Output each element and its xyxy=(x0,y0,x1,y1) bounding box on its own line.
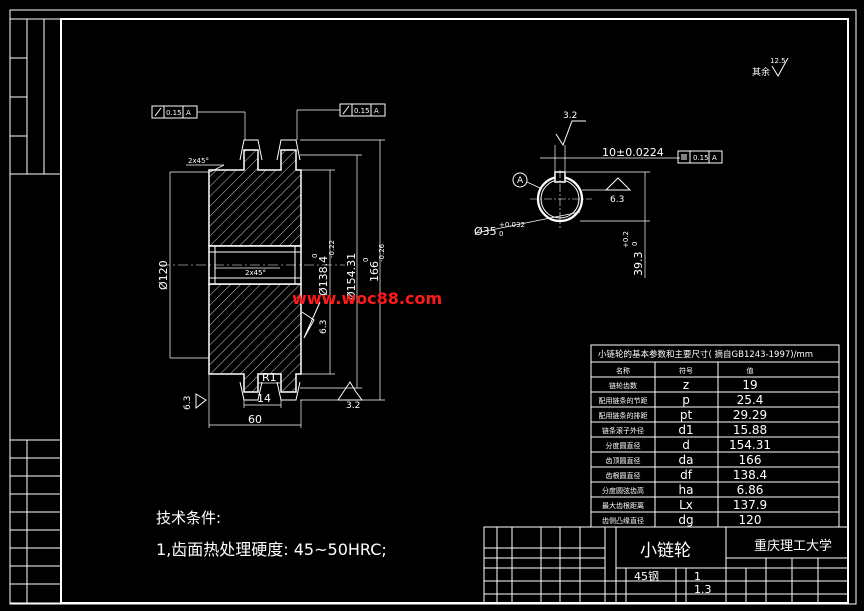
dim-tip-dia: 166 xyxy=(368,261,381,282)
dim-bore-dia: Ø120 xyxy=(157,260,170,290)
tolerance-left-value: 0.15 xyxy=(166,109,182,117)
side-rough-top: 3.2 xyxy=(563,111,577,121)
title-material: 45钢 xyxy=(634,570,659,583)
tolerance-left-datum: A xyxy=(186,109,191,117)
params-row-symbol: p xyxy=(682,393,690,407)
params-row-symbol: Lx xyxy=(679,498,693,512)
side-bore-tol-low: 0 xyxy=(499,230,503,238)
params-row-name: 最大齿根距离 xyxy=(602,501,644,510)
params-table-header: 名称 xyxy=(616,366,630,375)
params-row-value: 25.4 xyxy=(737,393,764,407)
params-row-symbol: pt xyxy=(680,408,693,422)
params-row-value: 19 xyxy=(742,378,757,392)
dim-root-dia: Ø138.4 xyxy=(317,256,330,296)
tech-requirements: 技术条件: 1,齿面热处理硬度: 45~50HRC; xyxy=(156,509,387,559)
title-school: 重庆理工大学 xyxy=(754,538,832,554)
watermark: www.woc88.com xyxy=(292,289,442,308)
params-row-symbol: da xyxy=(679,453,694,467)
tolerance-right-value: 0.15 xyxy=(354,107,370,115)
left-margin-strip-bottom xyxy=(9,439,62,604)
params-table: 小链轮的基本参数和主要尺寸( 摘自GB1243-1997)/mm 名称 符号 值链轮… xyxy=(590,344,840,528)
tech-req-item-1: 1,齿面热处理硬度: 45~50HRC; xyxy=(156,540,387,559)
params-row-symbol: ha xyxy=(679,483,694,497)
side-bore-tol-up: +0.032 xyxy=(499,221,525,229)
params-row-name: 配用链条的节距 xyxy=(599,396,648,405)
dim-radius: R1 xyxy=(262,371,277,384)
params-row-name: 齿根圆直径 xyxy=(606,471,641,480)
dim-pitch-dia: Ø154.31 xyxy=(345,253,358,300)
params-row-symbol: d1 xyxy=(678,423,693,437)
params-row-symbol: z xyxy=(683,378,689,392)
bore-side-view: 3.2 10±0.0224 0.15 A A 6.3 Ø35 +0.032 0 … xyxy=(474,111,723,278)
params-row-name: 链轮齿数 xyxy=(609,381,637,390)
params-row-value: 166 xyxy=(739,453,762,467)
params-row-value: 154.31 xyxy=(729,438,771,452)
dim-root-tol-low: -0.22 xyxy=(328,240,336,258)
roughness-label: 其余 xyxy=(752,66,770,78)
chamfer-mid-label: 2x45° xyxy=(245,269,266,277)
params-row-value: 138.4 xyxy=(733,468,767,482)
dim-tip-tol-low: -0.26 xyxy=(378,243,386,262)
dim-root-tol-up: 0 xyxy=(311,254,319,258)
side-bore-dia: Ø35 xyxy=(474,225,497,238)
chamfer-top-label: 2x45° xyxy=(188,157,209,165)
params-row-name: 齿侧凸缘直径 xyxy=(602,516,644,525)
rough-bottom: 3.2 xyxy=(346,401,360,411)
params-row-name: 齿顶圆直径 xyxy=(606,456,641,465)
title-block: 小链轮 重庆理工大学 45钢 1 1.3 xyxy=(483,526,849,604)
params-table-header: 值 xyxy=(747,366,754,375)
params-row-symbol: dg xyxy=(678,513,693,527)
params-row-value: 137.9 xyxy=(733,498,767,512)
side-key-depth-tol-up: +0.2 xyxy=(622,231,630,248)
dim-tooth-width: 14 xyxy=(257,392,271,405)
params-row-value: 29.29 xyxy=(733,408,767,422)
rough-bottom-left: 6.3 xyxy=(183,396,193,410)
inner-frame xyxy=(60,18,849,604)
tech-req-title: 技术条件: xyxy=(156,509,221,527)
params-row-name: 配用链条的排距 xyxy=(599,411,648,420)
title-part-name: 小链轮 xyxy=(640,541,691,561)
params-row-name: 链条滚子外径 xyxy=(602,426,644,435)
params-row-symbol: df xyxy=(680,468,693,482)
params-row-value: 15.88 xyxy=(733,423,767,437)
dim-tip-tol-up: 0 xyxy=(362,258,370,262)
params-table-header: 符号 xyxy=(679,366,693,375)
side-key-depth-tol-low: 0 xyxy=(631,242,639,246)
title-scale: 1.3 xyxy=(694,583,712,596)
tolerance-right-datum: A xyxy=(374,107,379,115)
side-key-depth: 39.3 xyxy=(632,252,645,277)
side-rough-bore: 6.3 xyxy=(610,195,624,205)
params-row-value: 120 xyxy=(739,513,762,527)
symmetry-frame xyxy=(677,150,723,164)
params-row-value: 6.86 xyxy=(737,483,764,497)
params-table-title: 小链轮的基本参数和主要尺寸( 摘自GB1243-1997)/mm xyxy=(598,349,813,360)
dim-total-width: 60 xyxy=(248,413,262,426)
roughness-value: 12.5 xyxy=(770,57,786,65)
params-row-name: 分度圆直径 xyxy=(606,441,641,450)
params-row-symbol: d xyxy=(682,438,690,452)
default-roughness-note: 其余 12.5 xyxy=(752,57,789,78)
front-view-dimensions: 0.15 A 0.15 A 2x45° 2x45° Ø120 Ø138.4 0 … xyxy=(151,103,386,428)
sprocket-section-view xyxy=(160,139,345,401)
symmetry-datum: A xyxy=(712,154,717,162)
title-quantity: 1 xyxy=(694,570,701,583)
params-row-name: 分度圆弦齿高 xyxy=(602,486,644,495)
datum-A-label: A xyxy=(517,176,524,186)
side-keyway-width: 10±0.0224 xyxy=(602,146,664,159)
rough-side: 6.3 xyxy=(319,320,329,334)
left-margin-strip-top xyxy=(9,18,62,175)
symmetry-value: 0.15 xyxy=(693,154,709,162)
